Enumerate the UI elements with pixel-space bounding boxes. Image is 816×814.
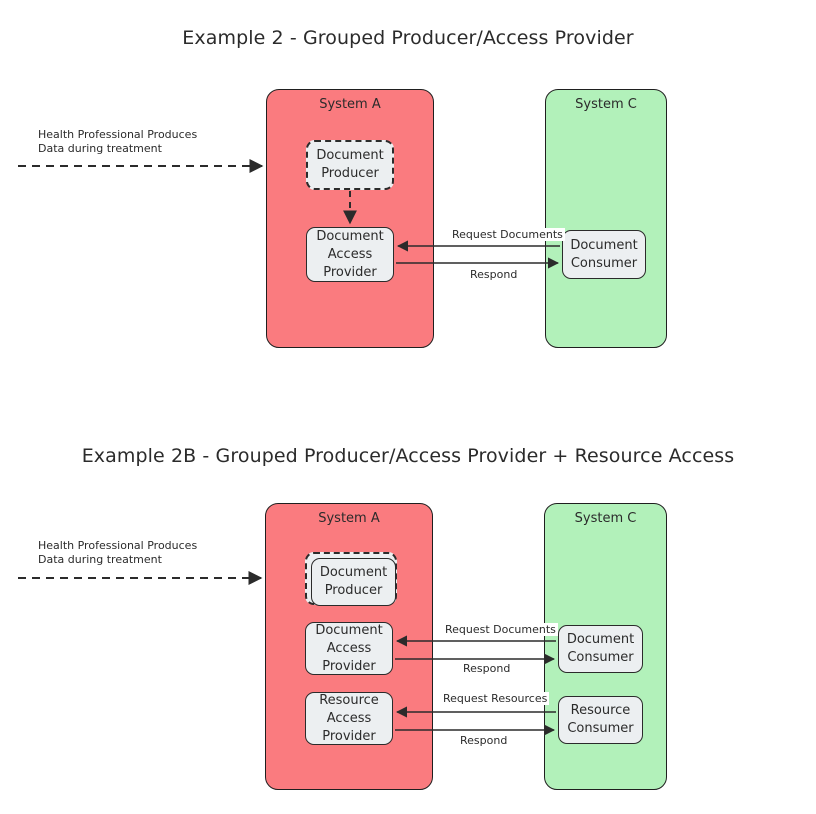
edge-label-respond-1: Respond	[468, 268, 520, 281]
resource-consumer-node-2[interactable]: Resource Consumer	[558, 696, 643, 744]
document-producer-node-1[interactable]: Document Producer	[306, 140, 394, 190]
edge-label-request-documents-1: Request Documents	[450, 228, 565, 241]
document-producer-node-2[interactable]: Document Producer	[311, 558, 396, 606]
diagram-2-title: Example 2B - Grouped Producer/Access Pro…	[81, 445, 735, 467]
health-professional-note-2: Health Professional Produces Data during…	[38, 539, 198, 566]
document-consumer-node-1[interactable]: Document Consumer	[562, 230, 646, 279]
system-c-label-2: System C	[574, 511, 637, 526]
system-a-label-1: System A	[319, 97, 381, 112]
edge-label-request-resources-2: Request Resources	[441, 692, 550, 705]
edge-label-respond-resources-2: Respond	[458, 734, 510, 747]
edge-label-respond-documents-2: Respond	[461, 662, 513, 675]
edge-label-request-documents-2: Request Documents	[443, 623, 558, 636]
system-a-container-1: System A	[266, 89, 434, 348]
system-a-label-2: System A	[318, 511, 380, 526]
system-c-container-1: System C	[545, 89, 667, 348]
resource-access-provider-node-2[interactable]: Resource Access Provider	[305, 692, 393, 745]
document-access-provider-node-1[interactable]: Document Access Provider	[306, 227, 394, 282]
health-professional-note-1: Health Professional Produces Data during…	[38, 128, 198, 155]
diagram-1-title: Example 2 - Grouped Producer/Access Prov…	[182, 27, 634, 49]
system-c-label-1: System C	[575, 97, 637, 112]
document-access-provider-node-2[interactable]: Document Access Provider	[305, 622, 393, 675]
document-consumer-node-2[interactable]: Document Consumer	[558, 625, 643, 673]
